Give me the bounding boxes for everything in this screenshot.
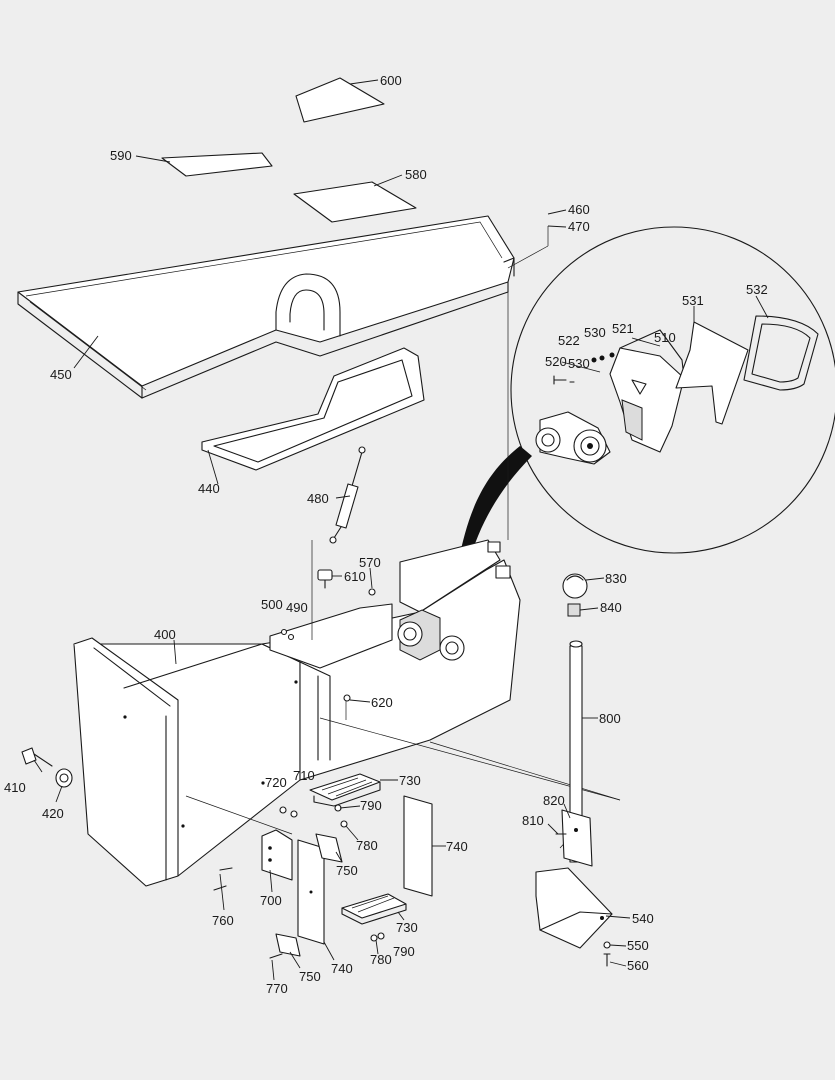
- callout-800: 800: [599, 711, 621, 726]
- callout-531: 531: [682, 293, 704, 308]
- callout-510: 510: [654, 330, 676, 345]
- callout-820: 820: [543, 793, 565, 808]
- callout-490: 490: [286, 600, 308, 615]
- fasteners-790-780-upper: [334, 804, 348, 828]
- plate-740-right: [403, 795, 433, 897]
- callout-550: 550: [627, 938, 649, 953]
- callout-530b: 530: [568, 356, 590, 371]
- detail-seal-532: [743, 315, 819, 391]
- callout-590: 590: [110, 148, 132, 163]
- screws-760: [213, 867, 233, 891]
- callout-610: 610: [344, 569, 366, 584]
- callout-521: 521: [612, 321, 634, 336]
- callout-730a: 730: [399, 773, 421, 788]
- screw-620: [343, 694, 351, 702]
- panel-580: [293, 181, 417, 223]
- decal-590: [161, 152, 273, 177]
- callout-750b: 750: [299, 969, 321, 984]
- callout-400: 400: [154, 627, 176, 642]
- detail-fasteners: [553, 352, 615, 385]
- callout-620: 620: [371, 695, 393, 710]
- callout-570: 570: [359, 555, 381, 570]
- detail-pointer: [458, 446, 532, 566]
- callout-410: 410: [4, 780, 26, 795]
- callout-520: 520: [545, 354, 567, 369]
- callout-600: 600: [380, 73, 402, 88]
- callout-470: 470: [568, 219, 590, 234]
- callout-540: 540: [632, 911, 654, 926]
- main-housing-400: [73, 539, 521, 887]
- callout-480: 480: [307, 491, 329, 506]
- leader-lines: [33, 79, 769, 981]
- detail-camera-assembly: [535, 411, 611, 465]
- spring-840: [567, 603, 581, 617]
- callout-760: 760: [212, 913, 234, 928]
- callout-730b: 730: [396, 920, 418, 935]
- bolt-410: [21, 747, 53, 767]
- callout-500: 500: [261, 597, 283, 612]
- gasket-frame-440: [201, 347, 425, 471]
- callout-740a: 740: [446, 839, 468, 854]
- callout-440: 440: [198, 481, 220, 496]
- screw-770: [269, 953, 283, 959]
- callout-530a: 530: [584, 325, 606, 340]
- screw-560: [603, 953, 611, 967]
- callout-522: 522: [558, 333, 580, 348]
- detail-plate-531: [675, 321, 749, 425]
- washer-420: [55, 768, 73, 788]
- callout-560: 560: [627, 958, 649, 973]
- callout-830: 830: [605, 571, 627, 586]
- fasteners-710-720: [279, 806, 298, 818]
- ball-knob-830: [562, 573, 588, 599]
- callout-810: 810: [522, 813, 544, 828]
- decal-600: [295, 77, 385, 123]
- callout-790a: 790: [360, 798, 382, 813]
- screw-490: [287, 633, 295, 641]
- bracket-540: [535, 867, 613, 949]
- callout-720: 720: [265, 775, 287, 790]
- pedal-730-upper: [309, 773, 381, 807]
- screw-500: [280, 628, 288, 636]
- top-cover-450: [17, 215, 515, 399]
- callout-450: 450: [50, 367, 72, 382]
- callout-labels: 600 590 580 460 470 450 440 531 532 522 …: [4, 73, 768, 996]
- plate-750-lower: [275, 933, 301, 957]
- screw-570: [368, 588, 376, 596]
- pedal-730-lower: [341, 893, 407, 925]
- detail-bracket-510: [609, 329, 685, 453]
- assembly-lines: [185, 226, 621, 849]
- callout-740b: 740: [331, 961, 353, 976]
- gas-strut-480: [329, 446, 366, 544]
- callout-770: 770: [266, 981, 288, 996]
- callout-750a: 750: [336, 863, 358, 878]
- callout-460: 460: [568, 202, 590, 217]
- fasteners-790-780-lower: [370, 932, 385, 942]
- callout-580: 580: [405, 167, 427, 182]
- detail-view-circle: [510, 226, 835, 554]
- bracket-700: [261, 829, 293, 881]
- callout-790b: 790: [393, 944, 415, 959]
- knob-610: [317, 569, 333, 589]
- lever-rod-800: [561, 640, 593, 867]
- callout-780b: 780: [370, 952, 392, 967]
- callout-710: 710: [293, 768, 315, 783]
- callout-840: 840: [600, 600, 622, 615]
- callout-700: 700: [260, 893, 282, 908]
- callout-532: 532: [746, 282, 768, 297]
- washer-550: [603, 941, 611, 949]
- plate-740-hole: [309, 890, 313, 894]
- callout-420: 420: [42, 806, 64, 821]
- callout-780a: 780: [356, 838, 378, 853]
